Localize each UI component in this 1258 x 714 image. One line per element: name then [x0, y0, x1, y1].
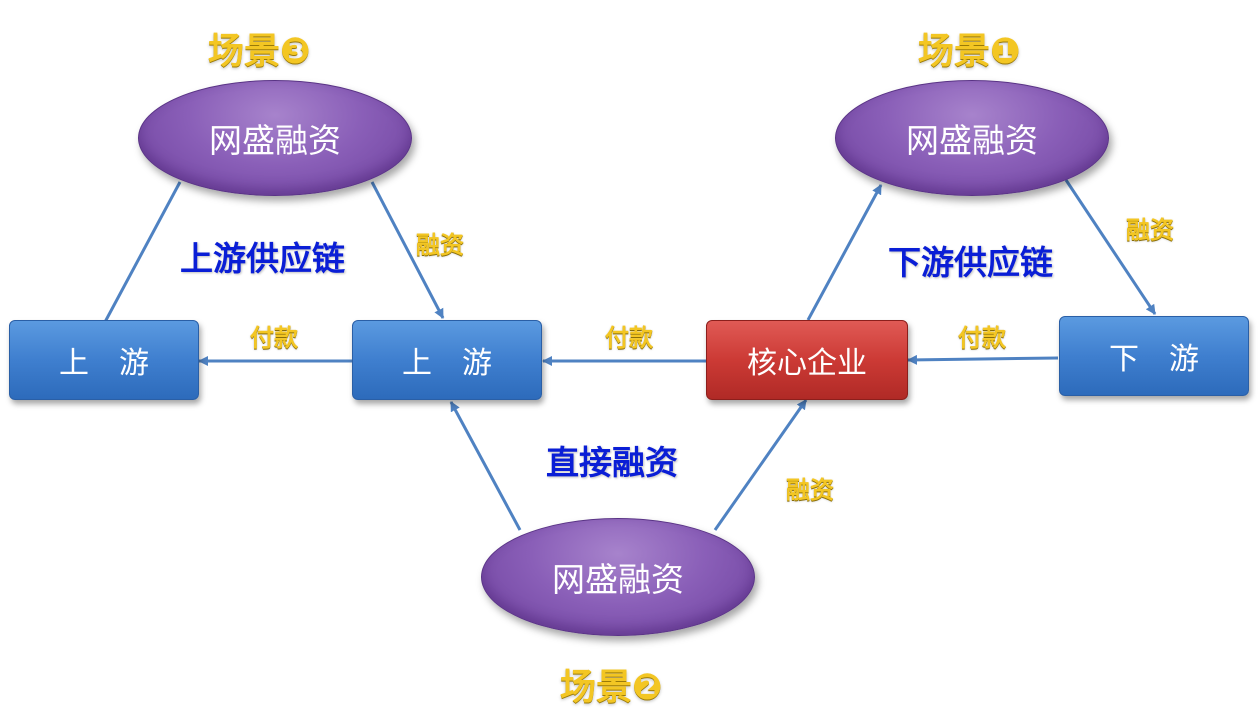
downstream-box: 下 游 [1059, 316, 1249, 396]
upstream-chain-label: 上游供应链 [180, 239, 345, 278]
financing-oval-left: 网盛融资 [138, 80, 412, 196]
scene-3-label: 场景❸ [208, 31, 311, 72]
link-oval-left-to-upstream-far [103, 181, 182, 323]
core-enterprise-box: 核心企业 [706, 320, 908, 400]
financing-label-left: 融资 [416, 231, 464, 259]
direct-financing-label: 直接融资 [546, 443, 678, 482]
arrow-oval-bottom-to-core [713, 399, 808, 531]
arrow-oval-bottom-to-upstream-near [449, 401, 522, 531]
payment-label-middle: 付款 [605, 324, 653, 352]
financing-oval-bottom: 网盛融资 [481, 518, 755, 636]
arrow-pay-to-core [907, 354, 1059, 365]
financing-oval-right: 网盛融资 [835, 80, 1109, 196]
downstream-chain-label: 下游供应链 [888, 243, 1053, 282]
scene-1-label: 场景❶ [918, 31, 1021, 72]
upstream-near-box: 上 游 [352, 320, 542, 400]
financing-label-right: 融资 [1126, 216, 1174, 244]
financing-label-bottom: 融资 [786, 476, 834, 504]
arrow-oval-right-to-downstream [1064, 179, 1157, 315]
arrow-oval-left-to-upstream-near [370, 181, 445, 319]
arrow-core-to-oval-right [806, 184, 883, 321]
upstream-far-box: 上 游 [9, 320, 199, 400]
scene-2-label: 场景❷ [560, 667, 663, 708]
payment-label-left: 付款 [250, 324, 298, 352]
payment-label-right: 付款 [958, 324, 1006, 352]
